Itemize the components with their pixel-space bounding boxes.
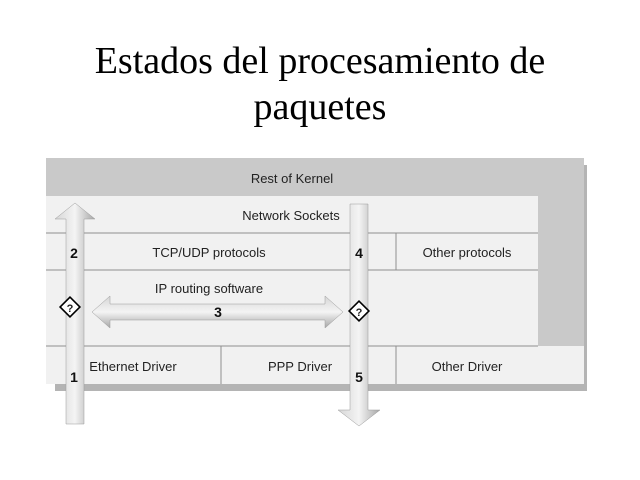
step-5-label: 5 xyxy=(355,369,363,385)
right-side-strip xyxy=(538,196,584,346)
arrow-horizontal-bidirectional xyxy=(91,295,344,329)
ip-routing-label: IP routing software xyxy=(155,281,263,296)
step-1-label: 1 xyxy=(70,369,78,385)
slide-title-line-1: Estados del procesamiento de xyxy=(94,40,546,82)
step-4-label: 4 xyxy=(355,245,363,261)
arrow-up-left xyxy=(54,202,96,425)
decision-symbol-left: ? xyxy=(67,303,74,315)
slide-title-line-2: paquetes xyxy=(253,86,387,128)
slide-title: Estados del procesamiento de paquetes xyxy=(0,38,640,130)
step-2-label: 2 xyxy=(70,245,78,261)
other-protocols-label: Other protocols xyxy=(423,245,512,260)
rest-of-kernel-layer xyxy=(46,158,584,196)
step-3-label: 3 xyxy=(214,304,222,320)
decision-diamond-right: ? xyxy=(347,299,371,323)
ppp-driver-label: PPP Driver xyxy=(268,359,333,374)
decision-diamond-left: ? xyxy=(58,295,82,319)
other-driver-label: Other Driver xyxy=(432,359,503,374)
tcp-udp-label: TCP/UDP protocols xyxy=(152,245,266,260)
rest-of-kernel-label: Rest of Kernel xyxy=(251,171,333,186)
ethernet-driver-label: Ethernet Driver xyxy=(89,359,177,374)
decision-symbol-right: ? xyxy=(356,307,363,319)
network-sockets-label: Network Sockets xyxy=(242,208,340,223)
